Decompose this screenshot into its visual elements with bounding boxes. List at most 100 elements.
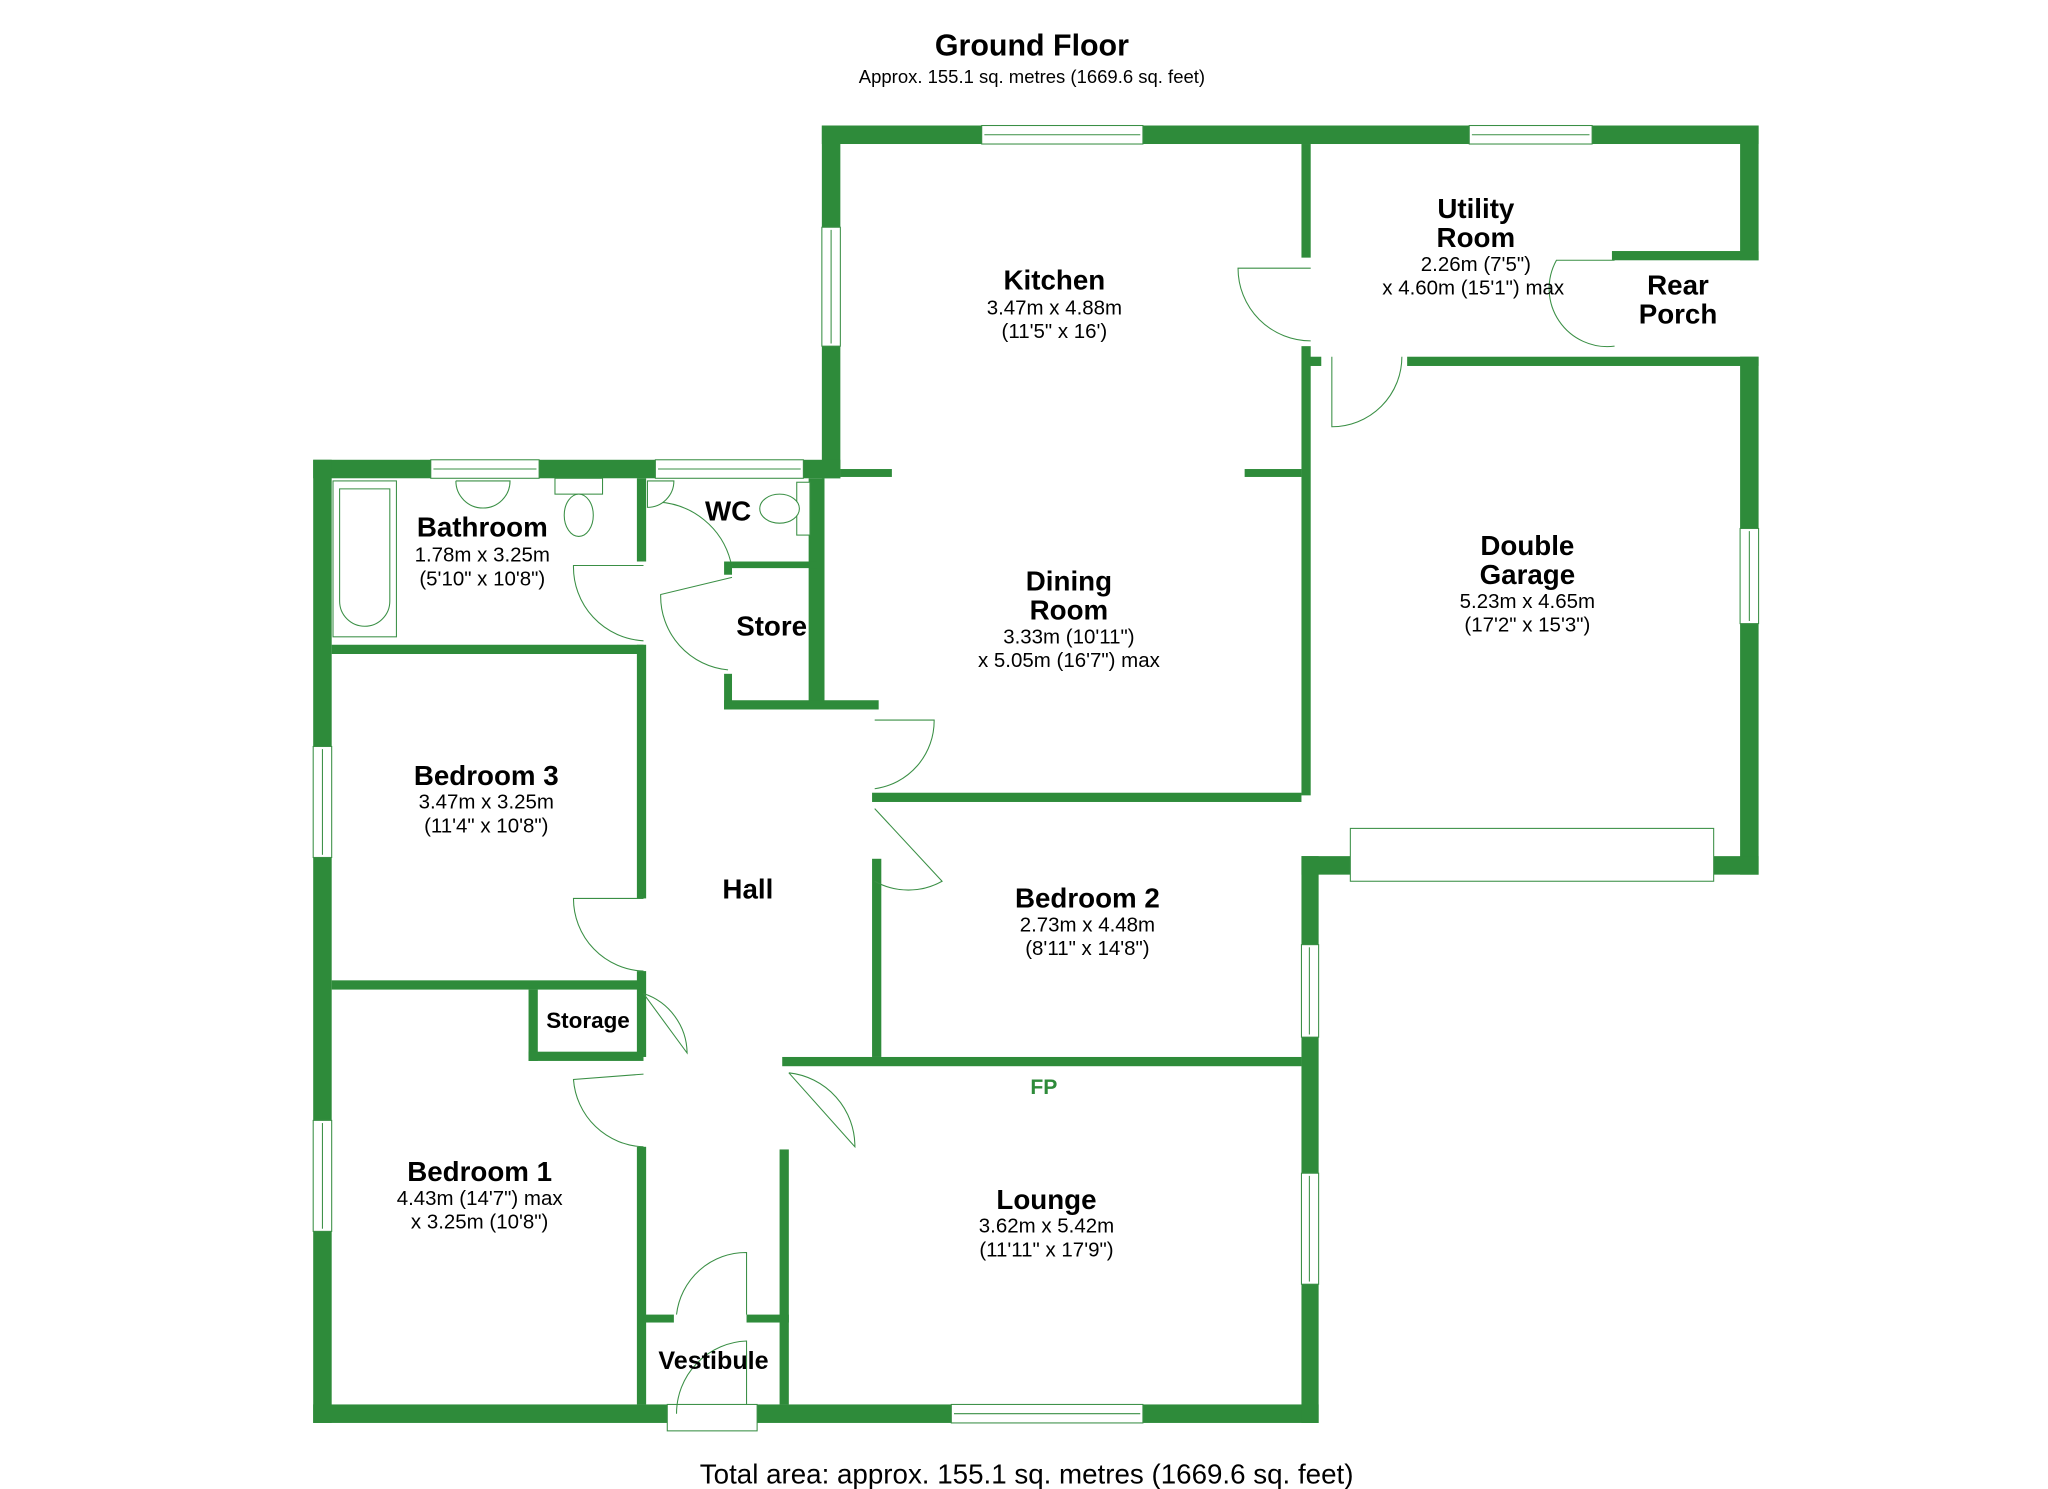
room-label-text: Bedroom 2 xyxy=(1015,883,1160,914)
wall xyxy=(724,700,879,710)
wall xyxy=(643,1314,674,1323)
sink-icon xyxy=(455,480,511,509)
room-vestibule: Vestibule xyxy=(658,1347,768,1375)
room-label-text: Porch xyxy=(1639,299,1718,330)
room-label-text: 5.23m x 4.65m xyxy=(1460,590,1595,613)
room-label-text: 2.26m (7'5") xyxy=(1421,253,1531,276)
wall xyxy=(746,1314,789,1323)
wc-basin-icon xyxy=(646,480,675,508)
door-swing xyxy=(675,1251,748,1315)
room-label-text: 4.43m (14'7") max xyxy=(397,1187,564,1210)
door-swing xyxy=(660,576,733,671)
fixture-part xyxy=(563,493,594,537)
room-label-text: Double xyxy=(1480,530,1574,561)
room-label-text: 3.33m (10'11") xyxy=(1003,625,1134,648)
room-label-text: (5'10" x 10'8") xyxy=(419,567,545,590)
room-label-text: 1.78m x 3.25m xyxy=(415,544,550,567)
room-label-text: Lounge xyxy=(996,1184,1096,1215)
door-swing xyxy=(874,719,935,790)
room-label-text: Garage xyxy=(1480,559,1576,590)
room-label-text: Rear xyxy=(1647,270,1709,301)
wall xyxy=(1301,856,1319,1423)
room-hall: Hall xyxy=(722,873,773,904)
wall xyxy=(636,1146,647,1405)
wall xyxy=(636,644,647,899)
fireplace-label: FP xyxy=(1030,1076,1057,1099)
door-swing xyxy=(1331,356,1403,428)
wall xyxy=(779,1149,789,1405)
wall xyxy=(1244,469,1302,477)
door-swing xyxy=(1237,267,1311,342)
total-area: Total area: approx. 155.1 sq. metres (16… xyxy=(700,1459,1354,1489)
wall xyxy=(808,478,825,703)
room-label-text: 3.62m x 5.42m xyxy=(979,1215,1114,1238)
room-label-text: Bathroom xyxy=(417,511,548,542)
toilet-icon xyxy=(554,477,604,495)
fixture-part xyxy=(759,493,800,524)
wall xyxy=(1301,346,1311,796)
wall xyxy=(840,469,892,477)
wall xyxy=(1308,356,1322,366)
door-swing xyxy=(572,1073,644,1148)
room-label-text: Bedroom 3 xyxy=(414,760,559,791)
door-swing xyxy=(643,993,688,1055)
room-label-text: Room xyxy=(1437,222,1516,253)
wall xyxy=(872,792,1302,802)
room-label-text: Kitchen xyxy=(1004,264,1106,295)
wall xyxy=(331,644,644,654)
room-label-text: Storage xyxy=(546,1008,630,1033)
wall xyxy=(732,561,817,569)
windows xyxy=(312,124,1760,1432)
wall xyxy=(724,561,733,575)
wall xyxy=(724,673,733,710)
room-storage: Storage xyxy=(546,1008,630,1033)
doors xyxy=(572,259,1615,1414)
room-wc: WC xyxy=(705,496,751,527)
room-label-text: (11'5" x 16') xyxy=(1002,320,1108,343)
fixture-part xyxy=(339,488,391,627)
room-label-text: x 3.25m (10'8") xyxy=(411,1211,548,1234)
wall xyxy=(331,980,644,990)
wall xyxy=(1713,856,1759,875)
room-bedroom3: Bedroom 33.47m x 3.25m(11'4" x 10'8") xyxy=(414,760,559,838)
wall xyxy=(313,1404,668,1423)
wall xyxy=(636,971,647,1057)
room-label-text: WC xyxy=(705,496,751,527)
room-label-text: (11'4" x 10'8") xyxy=(424,814,548,837)
door-swing xyxy=(788,1072,856,1149)
room-label-text: x 4.60m (15'1") max xyxy=(1382,277,1565,300)
room-label-text: Vestibule xyxy=(658,1347,768,1375)
wall xyxy=(313,459,332,1423)
wall xyxy=(528,989,538,1061)
room-label-text: 2.73m x 4.48m xyxy=(1020,913,1155,936)
wall xyxy=(872,858,882,1057)
door-swing xyxy=(572,564,644,642)
door-swing xyxy=(657,501,732,562)
wall xyxy=(821,125,1759,145)
window xyxy=(1349,827,1715,882)
room-label-text: (17'2" x 15'3") xyxy=(1464,614,1590,637)
room-label-text: 3.47m x 4.88m xyxy=(987,296,1122,319)
door-swing xyxy=(1548,259,1615,348)
room-label-text: Room xyxy=(1030,595,1109,626)
floor-title: Ground Floor xyxy=(935,28,1129,62)
room-label-text: 3.47m x 3.25m xyxy=(419,791,554,814)
room-label-text: Dining xyxy=(1026,566,1112,597)
wall xyxy=(1611,251,1759,261)
floor-area: Approx. 155.1 sq. metres (1669.6 sq. fee… xyxy=(859,66,1205,87)
room-label-text: Utility xyxy=(1437,193,1515,224)
room-bedroom2: Bedroom 22.73m x 4.48m(8'11" x 14'8") xyxy=(1015,883,1160,961)
window xyxy=(666,1403,758,1432)
wall xyxy=(1301,144,1311,258)
door-swing xyxy=(572,897,644,972)
